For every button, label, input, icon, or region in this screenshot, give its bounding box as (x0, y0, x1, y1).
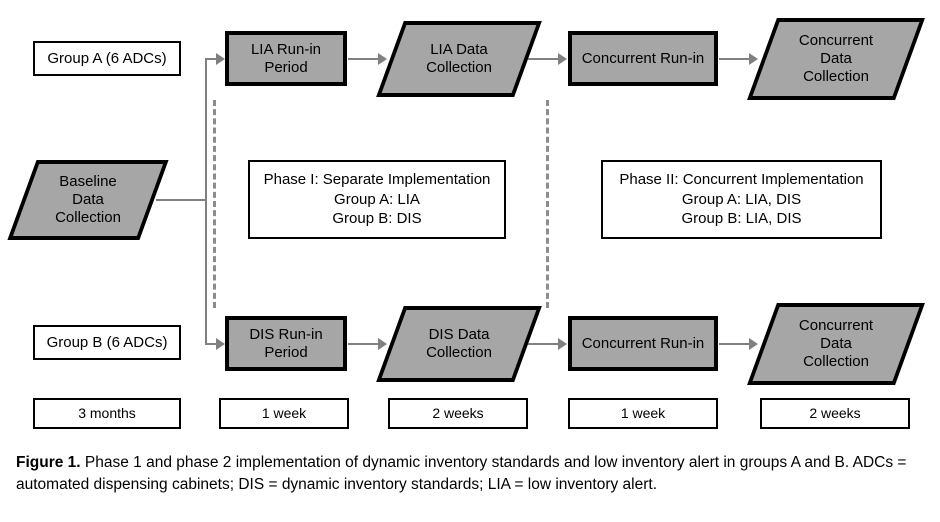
connector-trunk-to-group-a (205, 58, 219, 60)
connector-dis-data-to-concurrent-runin (528, 343, 561, 345)
group-a-label: Group A (6 ADCs) (47, 49, 167, 67)
duration-label: 1 week (620, 405, 666, 422)
dis-data-collection-node: DIS Data Collection (376, 306, 542, 382)
duration-label: 3 months (78, 405, 136, 422)
duration-box-runin-2: 1 week (568, 398, 718, 429)
concurrent-runin-bottom-label: Concurrent Run-in (581, 334, 705, 352)
figure-caption-text: Phase 1 and phase 2 implementation of dy… (16, 454, 907, 493)
concurrent-runin-bottom-box: Concurrent Run-in (568, 316, 718, 371)
concurrent-data-bottom-label: Concurrent Data Collection (798, 317, 874, 370)
duration-label: 2 weeks (809, 405, 861, 422)
phase-2-box: Phase II: Concurrent Implementation Grou… (601, 160, 882, 239)
baseline-label: Baseline Data Collection (55, 173, 121, 226)
connector-lia-runin-to-lia-data (348, 58, 381, 60)
concurrent-runin-top-box: Concurrent Run-in (568, 31, 718, 86)
connector-concurrent-runin-to-data-top (719, 58, 752, 60)
arrow-head-to-lia-runin (216, 53, 225, 65)
figure-diagram: Group A (6 ADCs) Group B (6 ADCs) Baseli… (7, 18, 925, 429)
group-b-label: Group B (6 ADCs) (46, 333, 168, 351)
group-a-box: Group A (6 ADCs) (33, 41, 181, 76)
lia-data-label: LIA Data Collection (426, 41, 492, 76)
connector-dis-runin-to-dis-data (348, 343, 381, 345)
concurrent-data-collection-top-node: Concurrent Data Collection (747, 18, 925, 100)
concurrent-runin-top-label: Concurrent Run-in (581, 49, 705, 67)
phase-2-label: Phase II: Concurrent Implementation Grou… (619, 170, 864, 228)
connector-baseline-to-trunk (156, 199, 206, 201)
arrow-head-dis-data (378, 338, 387, 350)
dis-runin-label: DIS Run-in Period (249, 325, 323, 361)
duration-label: 1 week (261, 405, 307, 422)
phase-1-box: Phase I: Separate Implementation Group A… (248, 160, 506, 239)
duration-box-runin-1: 1 week (219, 398, 349, 429)
baseline-data-collection-node: Baseline Data Collection (7, 160, 169, 240)
connector-lia-data-to-concurrent-runin (528, 58, 561, 60)
duration-box-baseline: 3 months (33, 398, 181, 429)
concurrent-data-collection-bottom-node: Concurrent Data Collection (747, 303, 925, 385)
arrow-head-concurrent-runin-bottom (558, 338, 567, 350)
arrow-head-lia-data (378, 53, 387, 65)
lia-runin-period-box: LIA Run-in Period (225, 31, 347, 86)
arrow-head-concurrent-data-top (749, 53, 758, 65)
phase-1-label: Phase I: Separate Implementation Group A… (263, 170, 491, 228)
figure-caption-label: Figure 1. (16, 454, 81, 471)
duration-label: 2 weeks (432, 405, 484, 422)
duration-box-data-1: 2 weeks (388, 398, 528, 429)
arrow-head-to-dis-runin (216, 338, 225, 350)
connector-branch-trunk (205, 59, 207, 344)
connector-concurrent-runin-to-data-bottom (719, 343, 752, 345)
dis-data-label: DIS Data Collection (426, 326, 492, 361)
dis-runin-period-box: DIS Run-in Period (225, 316, 347, 371)
lia-data-collection-node: LIA Data Collection (376, 21, 542, 97)
connector-trunk-to-group-b (205, 343, 219, 345)
concurrent-data-top-label: Concurrent Data Collection (798, 32, 874, 85)
figure-caption: Figure 1. Phase 1 and phase 2 implementa… (16, 452, 928, 496)
phase-divider-right (546, 100, 549, 308)
phase-divider-left (213, 100, 216, 308)
arrow-head-concurrent-runin-top (558, 53, 567, 65)
duration-box-data-2: 2 weeks (760, 398, 910, 429)
group-b-box: Group B (6 ADCs) (33, 325, 181, 360)
arrow-head-concurrent-data-bottom (749, 338, 758, 350)
lia-runin-label: LIA Run-in Period (250, 40, 322, 76)
